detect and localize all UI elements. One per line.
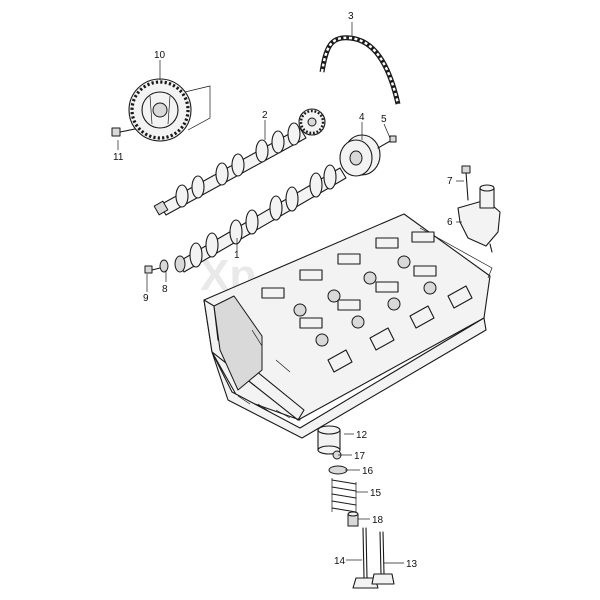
callout-4: 4 [359, 112, 365, 123]
callout-8: 8 [162, 284, 168, 295]
callout-16: 16 [362, 466, 374, 477]
camshaft-adjuster [339, 134, 381, 177]
callout-11: 11 [113, 152, 124, 163]
callout-13: 13 [406, 559, 418, 570]
camshaft-sprocket [128, 78, 211, 142]
adjuster-bolt [377, 135, 397, 149]
exhaust-valve [371, 531, 395, 585]
callout-17: 17 [354, 451, 366, 462]
valve-spring [331, 478, 357, 514]
callout-9: 9 [143, 293, 149, 304]
intake-camshaft [174, 164, 347, 273]
callout-15: 15 [370, 488, 382, 499]
callout-7: 7 [447, 176, 453, 187]
timing-chain [319, 35, 401, 105]
callout-3: 3 [348, 11, 354, 22]
cylinder-head [203, 213, 493, 439]
sprocket-bolt [111, 127, 136, 137]
leader-lines [117, 22, 464, 564]
hydraulic-tappet [317, 425, 341, 455]
callout-2: 2 [262, 110, 268, 121]
callout-14: 14 [334, 556, 346, 567]
callout-12: 12 [356, 430, 368, 441]
valve-stem-seal [347, 511, 359, 527]
callout-1: 1 [234, 250, 240, 261]
intake-valve [352, 527, 379, 589]
callout-5: 5 [381, 114, 387, 125]
exhaust-camshaft [153, 108, 326, 216]
callout-18: 18 [372, 515, 384, 526]
callout-6: 6 [447, 217, 453, 228]
callout-10: 10 [154, 50, 166, 61]
camshaft-seal-and-bolt [144, 259, 169, 274]
chain-tensioner [457, 165, 501, 253]
valve-spring-cap [328, 465, 348, 475]
